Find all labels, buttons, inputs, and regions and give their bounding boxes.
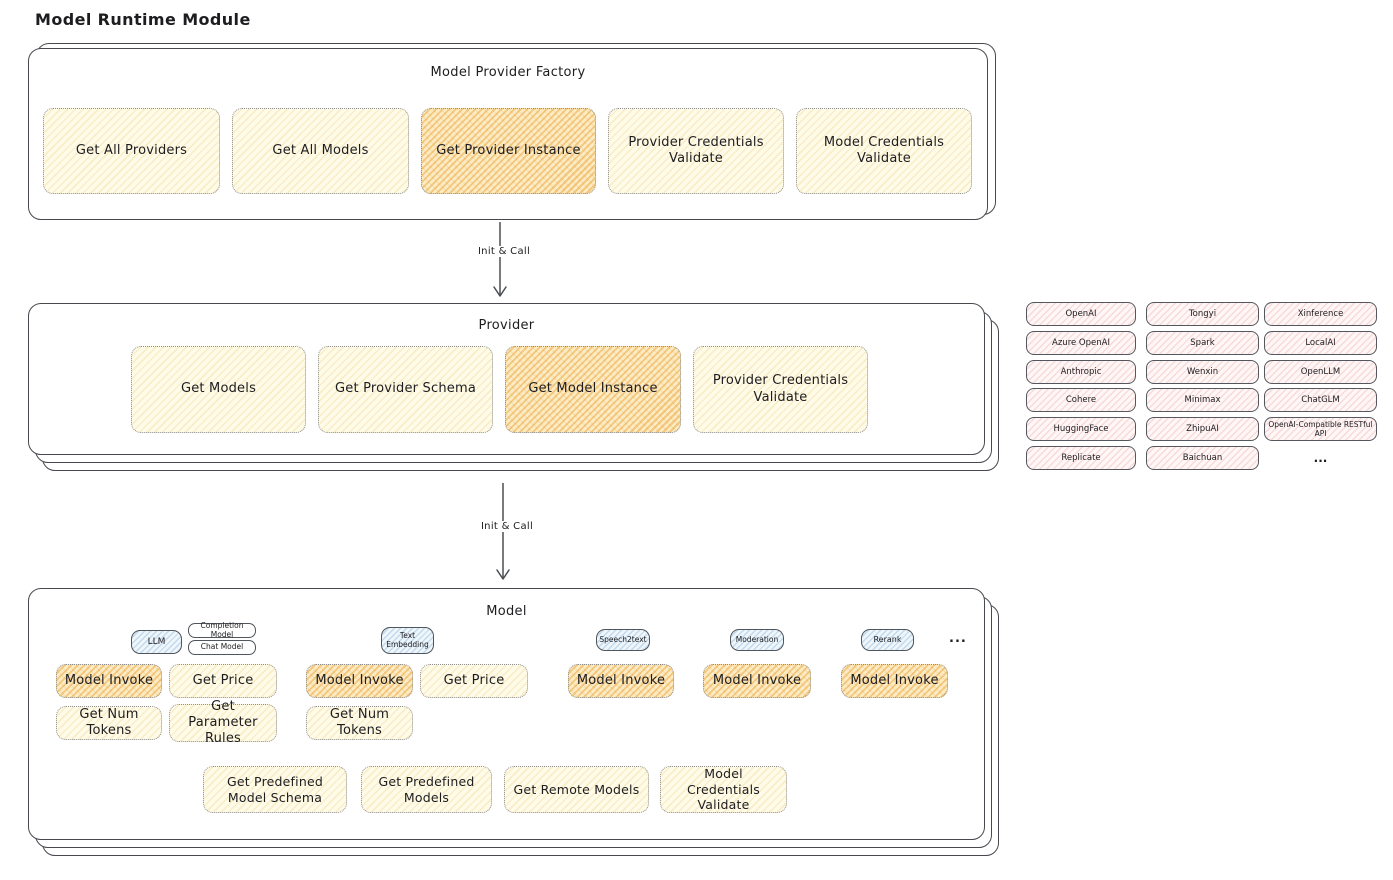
arrow-label-init-call-2: Init & Call	[465, 521, 549, 532]
model-type-chat-model: Chat Model	[188, 640, 256, 655]
model-header: Model	[486, 604, 527, 619]
model-type-text-embedding: Text Embedding	[381, 627, 434, 654]
provider-xinference: Xinference	[1264, 302, 1377, 326]
factory-fn-model-credentials-validate: Model Credentials Validate	[796, 108, 972, 194]
model-fn-moderation-model-invoke: Model Invoke	[703, 664, 811, 698]
provider-openllm: OpenLLM	[1264, 360, 1377, 384]
provider-wenxin: Wenxin	[1146, 360, 1259, 384]
model-types-more-ellipsis: ...	[949, 631, 967, 646]
provider-huggingface: HuggingFace	[1026, 417, 1136, 441]
provider-minimax: Minimax	[1146, 388, 1259, 412]
provider-chatglm: ChatGLM	[1264, 388, 1377, 412]
provider-azure-openai: Azure OpenAI	[1026, 331, 1136, 355]
model-type-llm: LLM	[131, 630, 182, 654]
model-fn-text-embedding-get-num-tokens: Get Num Tokens	[306, 706, 413, 740]
model-type-rerank: Rerank	[861, 629, 914, 651]
model-fn-text-embedding-model-invoke: Model Invoke	[306, 664, 413, 698]
model-sheet: Model LLM Completion Model Chat Model Te…	[28, 588, 985, 840]
provider-fn-provider-credentials-validate: Provider Credentials Validate	[693, 346, 868, 433]
provider-fn-get-provider-schema: Get Provider Schema	[318, 346, 493, 433]
factory-fn-get-provider-instance: Get Provider Instance	[421, 108, 596, 194]
providers-grid: OpenAI Tongyi Xinference Azure OpenAI Sp…	[1026, 302, 1377, 470]
provider-anthropic: Anthropic	[1026, 360, 1136, 384]
provider-sheet: Provider Get Models Get Provider Schema …	[28, 303, 985, 455]
provider-openai: OpenAI	[1026, 302, 1136, 326]
factory-header: Model Provider Factory	[430, 65, 586, 80]
provider-header: Provider	[478, 318, 535, 333]
model-fn-text-embedding-get-price: Get Price	[420, 664, 528, 698]
factory-fn-get-all-providers: Get All Providers	[43, 108, 220, 194]
model-fn-speech2text-model-invoke: Model Invoke	[568, 664, 674, 698]
model-type-moderation: Moderation	[730, 629, 784, 651]
factory-fn-get-all-models: Get All Models	[232, 108, 409, 194]
provider-fn-get-models: Get Models	[131, 346, 306, 433]
provider-openai-compatible-restful-api: OpenAI-Compatible RESTful API	[1264, 417, 1377, 441]
provider-localai: LocalAI	[1264, 331, 1377, 355]
provider-tongyi: Tongyi	[1146, 302, 1259, 326]
provider-spark: Spark	[1146, 331, 1259, 355]
model-fn-llm-model-invoke: Model Invoke	[56, 664, 162, 698]
model-fn-get-predefined-models: Get Predefined Models	[361, 766, 492, 813]
model-fn-llm-get-parameter-rules: Get Parameter Rules	[169, 699, 277, 746]
provider-replicate: Replicate	[1026, 446, 1136, 470]
provider-baichuan: Baichuan	[1146, 446, 1259, 470]
model-fn-get-remote-models: Get Remote Models	[504, 766, 649, 813]
arrow-provider-to-model	[496, 483, 510, 580]
model-type-speech2text: Speech2text	[596, 629, 650, 651]
model-fn-model-credentials-validate: Model Credentials Validate	[660, 766, 787, 813]
model-fn-get-predefined-model-schema: Get Predefined Model Schema	[203, 766, 347, 813]
provider-cohere: Cohere	[1026, 388, 1136, 412]
model-fn-llm-get-num-tokens: Get Num Tokens	[56, 706, 162, 740]
model-type-completion-model: Completion Model	[188, 621, 256, 638]
provider-fn-get-model-instance: Get Model Instance	[505, 346, 681, 433]
model-fn-rerank-model-invoke: Model Invoke	[841, 664, 948, 698]
arrow-factory-to-provider	[493, 222, 507, 297]
diagram-title: Model Runtime Module	[35, 10, 251, 29]
model-fn-llm-get-price: Get Price	[169, 664, 277, 698]
provider-zhipuai: ZhipuAI	[1146, 417, 1259, 441]
factory-fn-provider-credentials-validate: Provider Credentials Validate	[608, 108, 784, 194]
arrow-label-init-call-1: Init & Call	[462, 246, 546, 257]
providers-more-ellipsis: ...	[1313, 451, 1328, 465]
factory-sheet: Model Provider Factory Get All Providers…	[28, 48, 988, 220]
